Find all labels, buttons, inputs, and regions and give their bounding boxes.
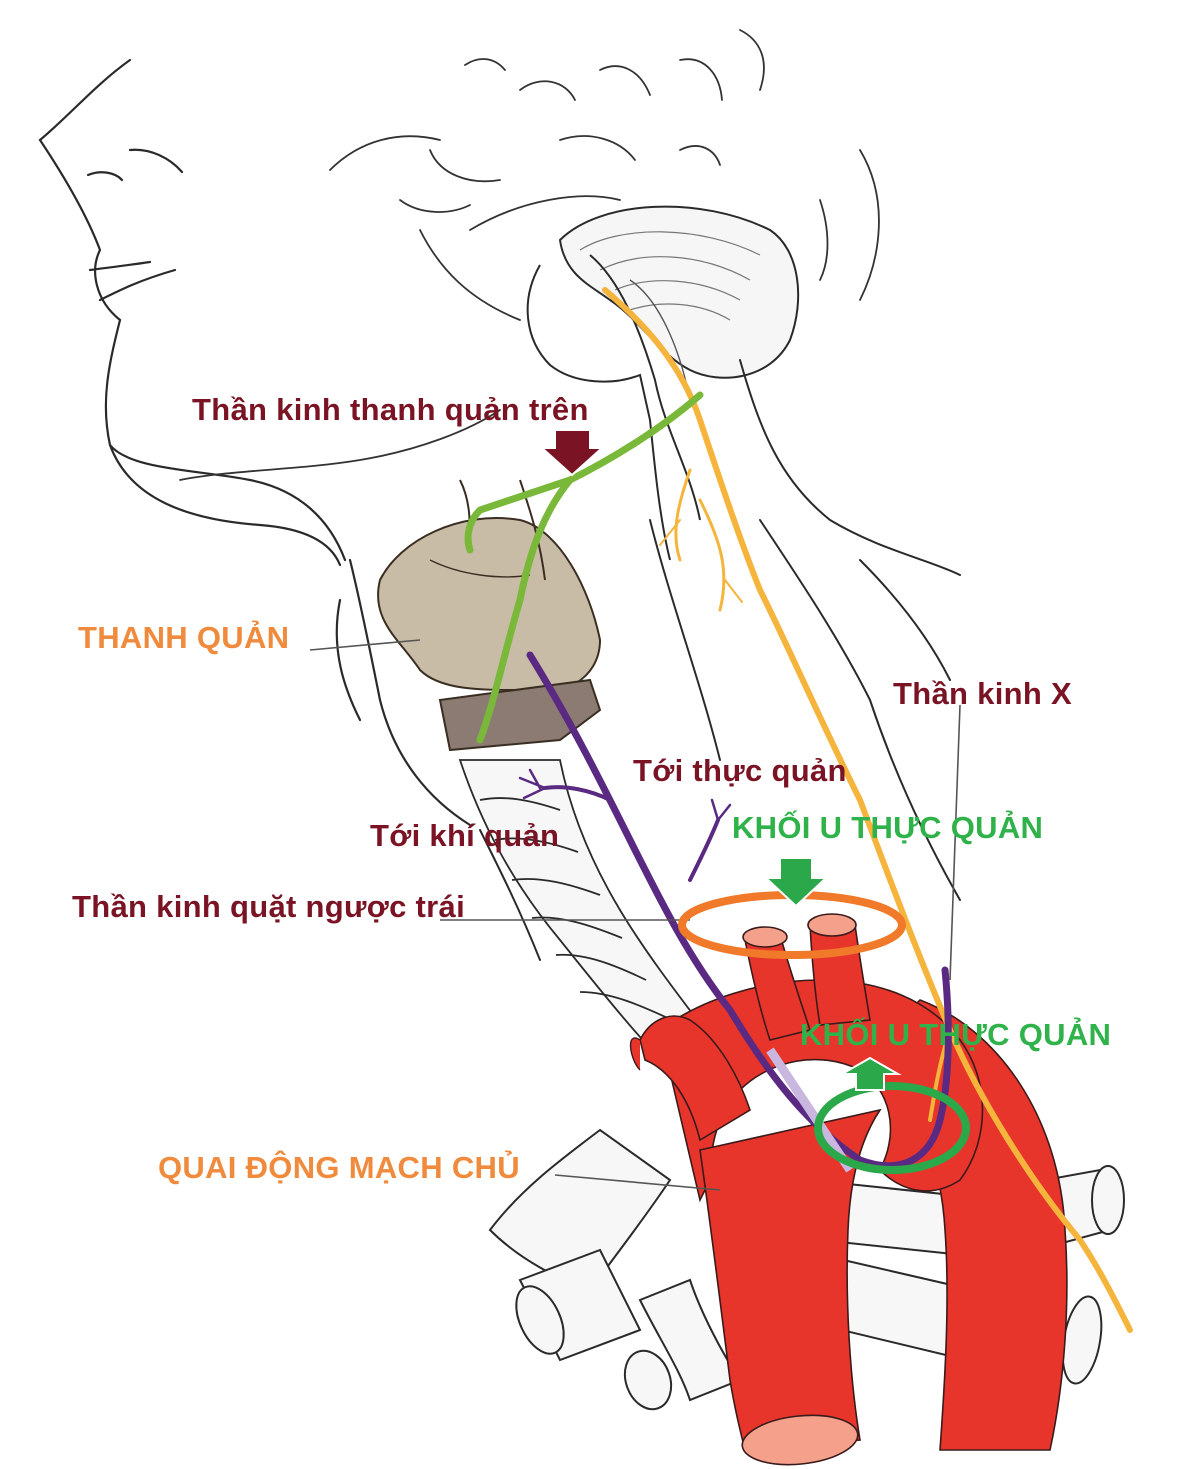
label-aortic-arch: QUAI ĐỘNG MẠCH CHỦ (158, 1150, 520, 1185)
tumor-ring-green (814, 1082, 970, 1174)
label-vagus-nerve: Thần kinh X (893, 676, 1072, 711)
label-esophageal-tumor-1: KHỐI U THỰC QUẢN (732, 810, 1044, 845)
superior-laryngeal-nerve (464, 391, 704, 744)
label-left-recurrent-laryngeal-nerve: Thần kinh quặt ngược trái (72, 889, 466, 924)
recurrent-laryngeal-nerve (518, 651, 952, 1170)
head-outline (38, 58, 472, 827)
tumor-ring-orange (678, 891, 906, 959)
cranium-sketch (179, 29, 880, 481)
aortic-arch-vessels (629, 913, 1068, 1466)
label-to-trachea: Tới khí quản (370, 818, 560, 853)
label-larynx: THANH QUẢN (78, 620, 290, 655)
larynx-shape (377, 479, 602, 752)
up-arrow-green-icon (838, 1056, 902, 1091)
brainstem (526, 205, 800, 561)
label-to-esophagus: Tới thực quản (633, 753, 847, 788)
label-esophageal-tumor-2: KHỐI U THỰC QUẢN (800, 1017, 1112, 1052)
nerve-highlight (766, 1047, 854, 1173)
leader-lines (309, 639, 961, 1191)
down-arrow-dark-icon (539, 429, 605, 477)
down-arrow-green-icon (763, 857, 829, 908)
label-superior-laryngeal-nerve: Thần kinh thanh quản trên (192, 392, 589, 427)
